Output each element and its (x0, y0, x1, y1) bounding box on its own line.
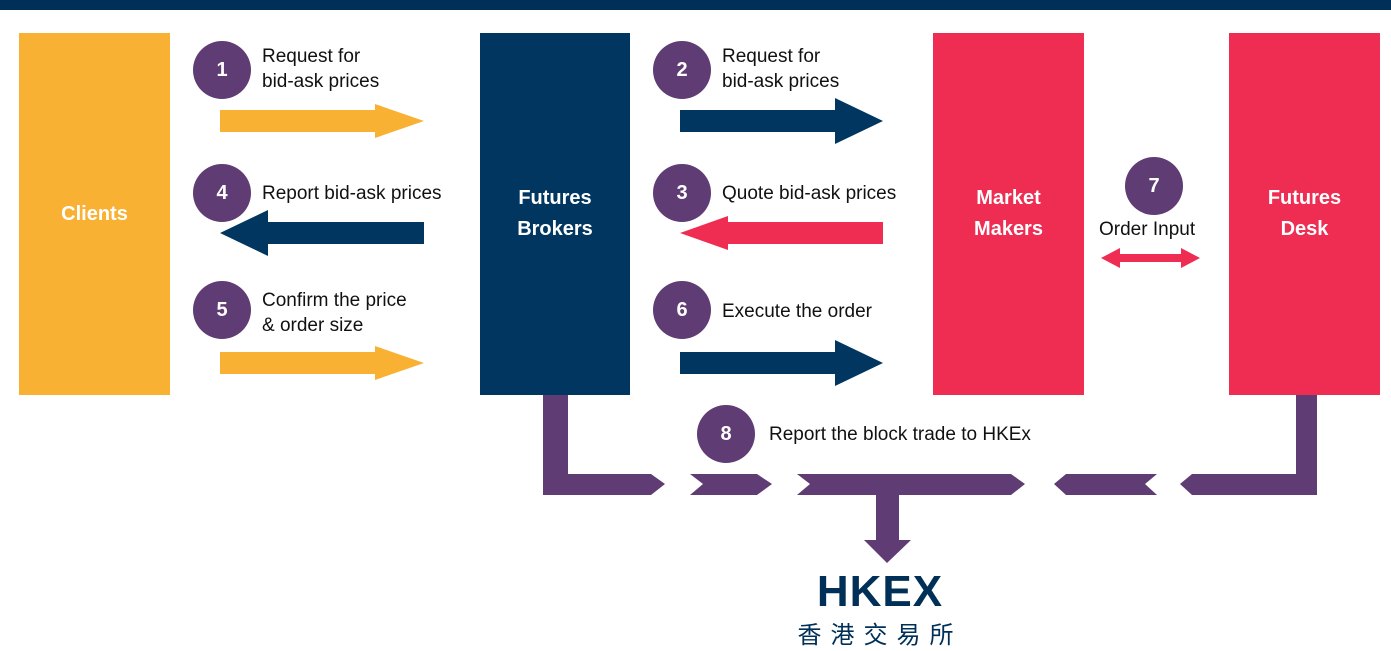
futures-brokers-label: Futures Brokers (517, 187, 593, 240)
step-1-label: Request for bid-ask prices (262, 46, 380, 92)
arrow-step-6 (680, 340, 883, 386)
step-2-label: Request for bid-ask prices (722, 46, 840, 92)
arrow-step-3 (680, 216, 883, 250)
report-connector (543, 395, 1317, 563)
step-8-badge: 8 (697, 405, 755, 463)
connector-down-arrow (864, 495, 911, 563)
arrow-step-5 (220, 346, 424, 380)
connector-segment-right-chevron (1054, 474, 1157, 495)
arrow-step-1 (220, 104, 424, 138)
step-1-badge: 1 (193, 41, 251, 99)
clients-label: Clients (61, 202, 128, 225)
step-3-badge: 3 (653, 164, 711, 222)
step-2-badge: 2 (653, 41, 711, 99)
futures-desk-box: Futures Desk (1229, 33, 1380, 395)
clients-box: Clients (19, 33, 170, 395)
connector-left-elbow (543, 395, 665, 495)
step-7-label: Order Input (1099, 219, 1196, 240)
hkex-logo: HKEX 香港交易所 (790, 567, 970, 651)
arrow-step-4 (220, 210, 424, 256)
futures-brokers-box: Futures Brokers (480, 33, 630, 395)
step-8-label: Report the block trade to HKEx (769, 424, 1031, 445)
futures-desk-label: Futures Desk (1267, 187, 1342, 240)
step-5-label: Confirm the price & order size (262, 290, 407, 336)
hkex-logo-chinese: 香港交易所 (797, 622, 963, 649)
arrow-step-2 (680, 98, 883, 144)
arrow-step-7 (1101, 248, 1200, 268)
connector-segment-middle (797, 474, 1025, 495)
connector-right-elbow (1180, 395, 1317, 495)
connector-segment-left-chevron (690, 474, 772, 495)
step-3-label: Quote bid-ask prices (722, 183, 897, 204)
step-4-label: Report bid-ask prices (262, 183, 442, 204)
step-7-badge: 7 (1125, 157, 1183, 215)
market-makers-label: Market Makers (974, 187, 1043, 240)
step-6-badge: 6 (653, 281, 711, 339)
step-4-badge: 4 (193, 164, 251, 222)
top-bar (0, 0, 1391, 10)
market-makers-box: Market Makers (933, 33, 1084, 395)
hkex-logo-wordmark: HKEX (816, 567, 944, 616)
step-5-badge: 5 (193, 281, 251, 339)
step-6-label: Execute the order (722, 301, 872, 322)
